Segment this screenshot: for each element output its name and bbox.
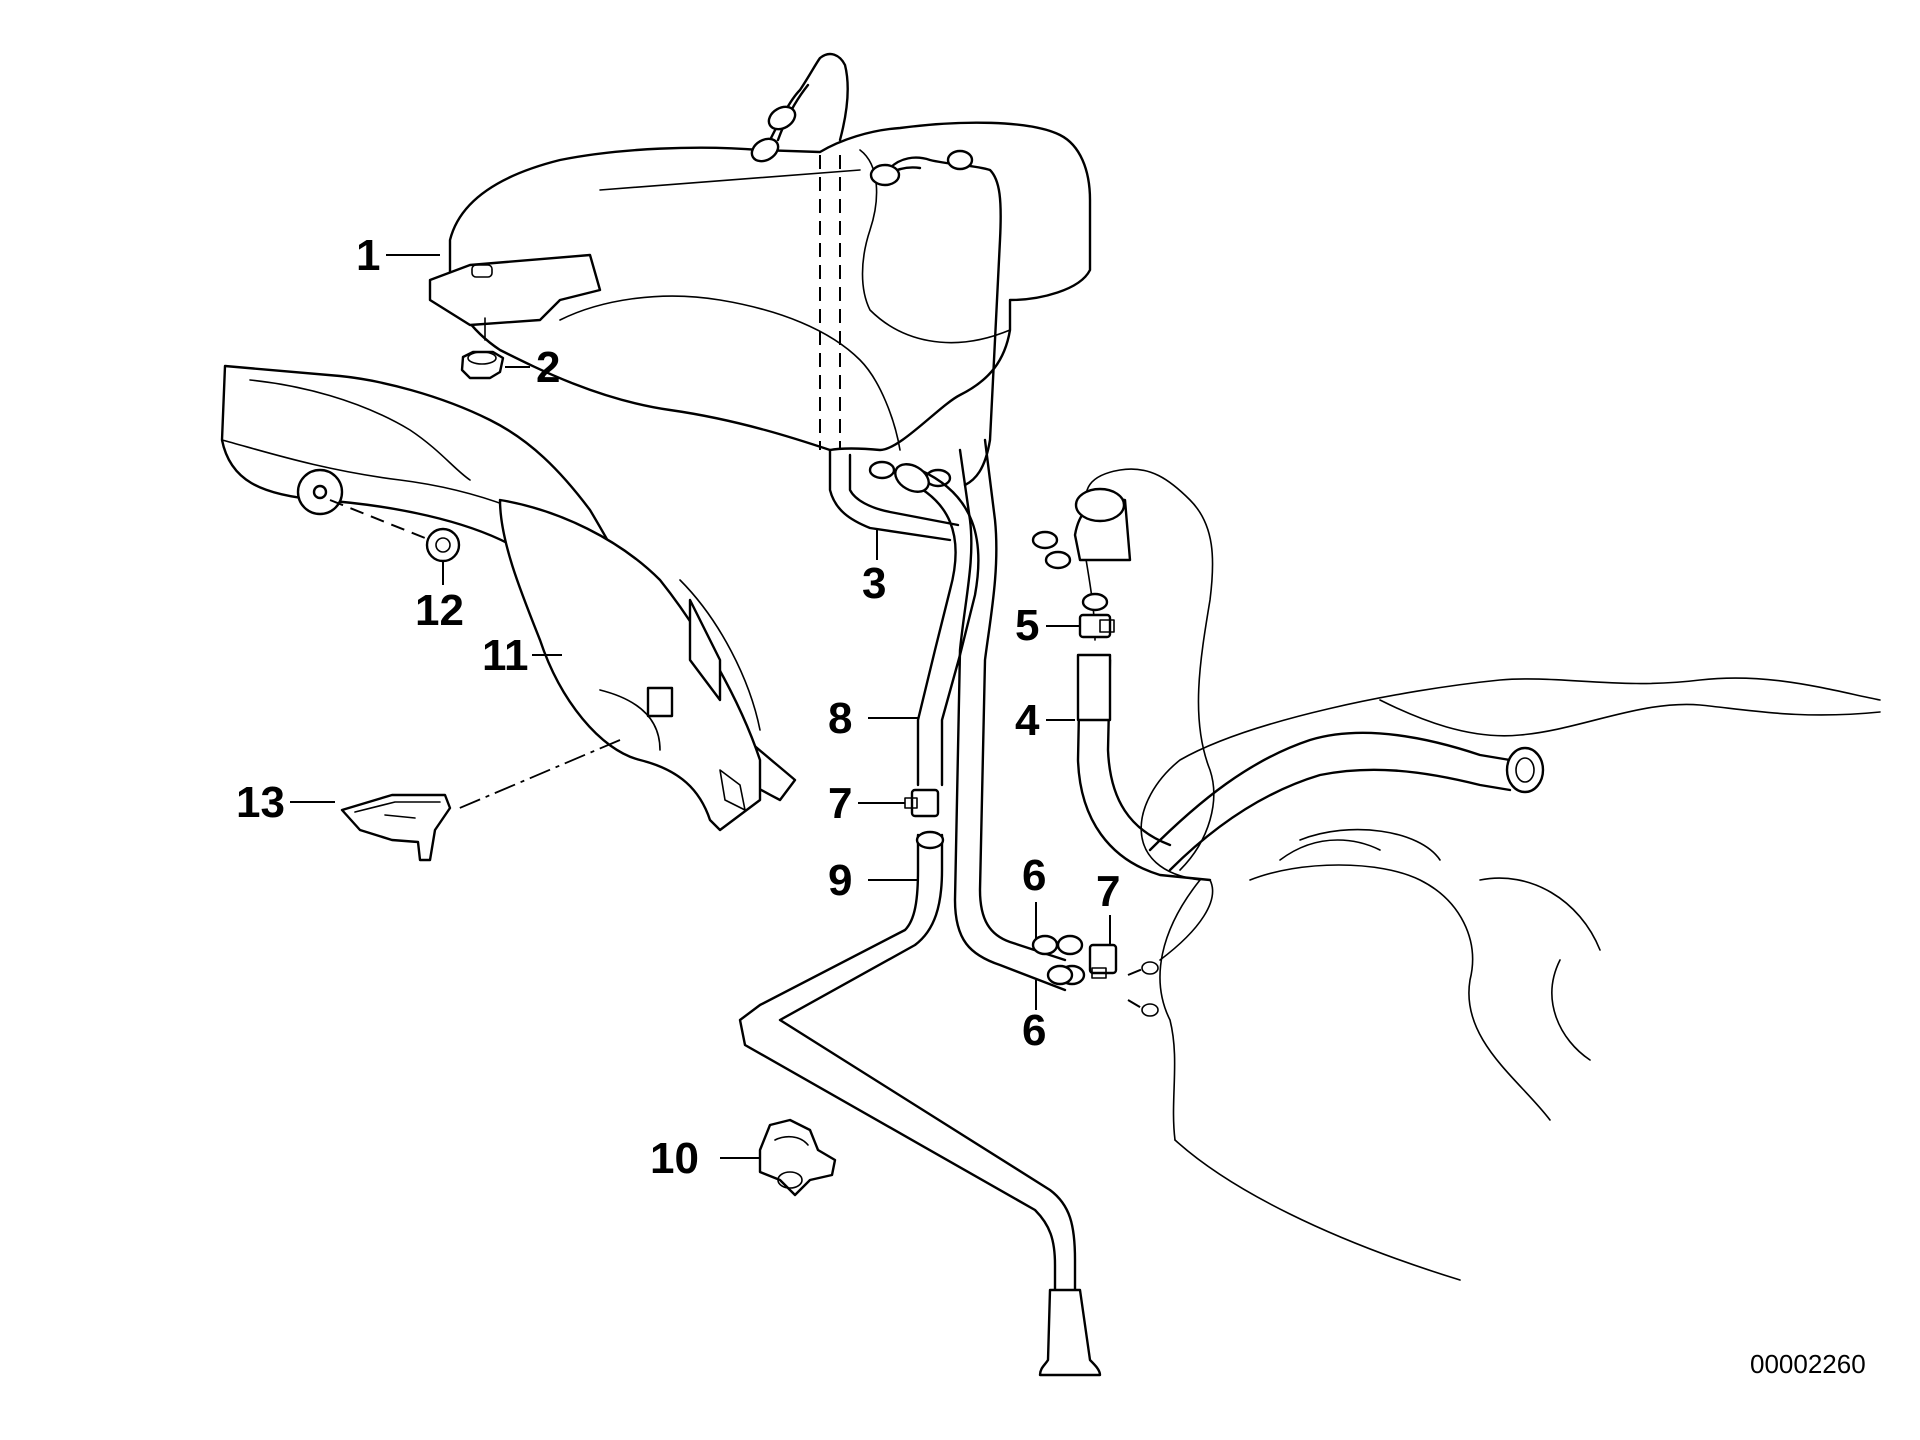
expansion-tank	[428, 52, 1092, 487]
callout-2: 2	[536, 343, 560, 392]
callout-8: 8	[828, 694, 852, 743]
nut-part-2	[460, 350, 505, 380]
callout-5: 5	[1015, 601, 1039, 650]
callout-10: 10	[650, 1134, 699, 1183]
leader-lines	[290, 254, 1111, 1159]
wheel-arch-liner	[220, 364, 797, 832]
callout-6-upper: 6	[1022, 851, 1046, 900]
callout-7-left: 7	[828, 779, 852, 828]
clip-part-13	[340, 793, 452, 862]
clip-part-10	[758, 1118, 837, 1197]
callout-6-lower: 6	[1022, 1006, 1046, 1055]
callout-12: 12	[415, 586, 464, 635]
hose-assembly	[738, 438, 1545, 1377]
callout-11: 11	[482, 631, 529, 680]
callout-7-right: 7	[1096, 867, 1120, 916]
callout-1: 1	[356, 231, 380, 280]
callout-3: 3	[862, 559, 886, 608]
callout-labels: 1 2 3 4 5 6 6 7 7 8 9 10 11 12 13	[236, 231, 1120, 1183]
fuel-tank	[1140, 677, 1881, 1281]
callout-9: 9	[828, 856, 852, 905]
callout-4: 4	[1015, 696, 1040, 745]
nut-part-12	[329, 499, 461, 563]
catalog-number: 00002260	[1750, 1349, 1866, 1379]
callout-13: 13	[236, 778, 285, 827]
